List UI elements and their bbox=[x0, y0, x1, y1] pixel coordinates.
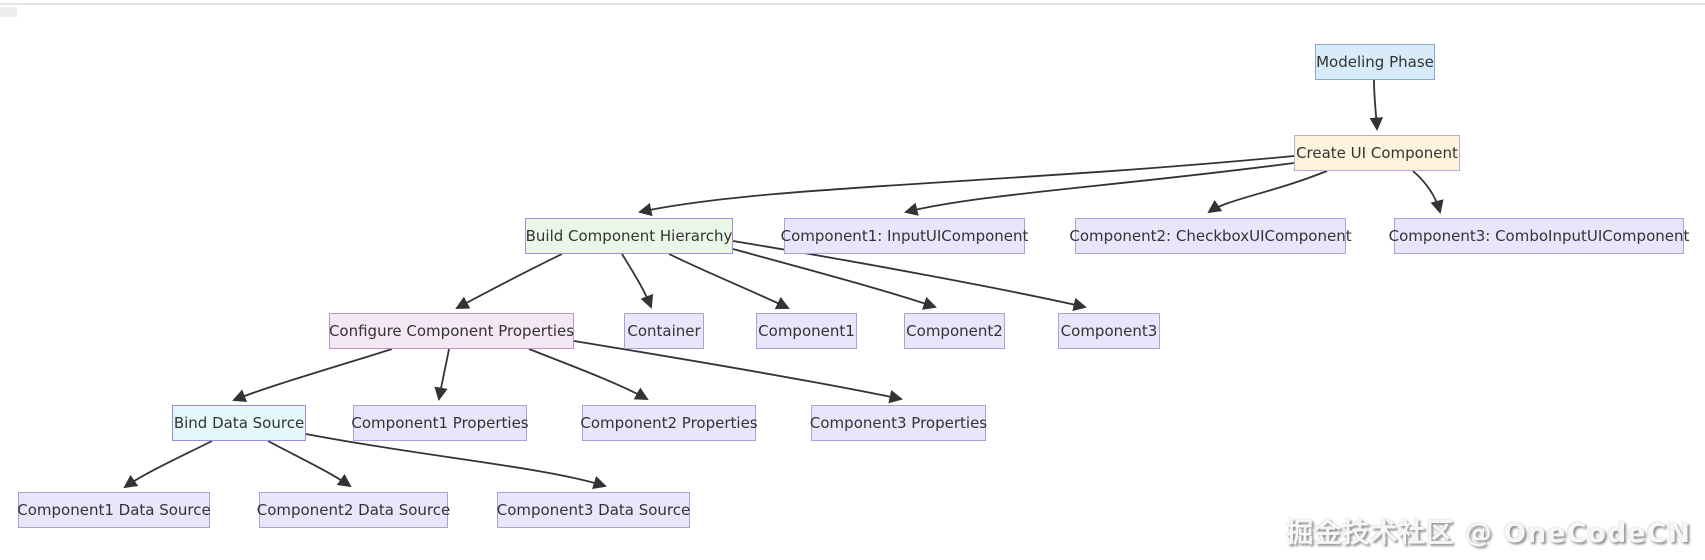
top-left-artifact bbox=[0, 7, 17, 17]
flow-node-label: Component3 bbox=[1060, 322, 1158, 340]
flow-node-label: Component1 bbox=[758, 322, 855, 340]
edge-configure-c3props bbox=[573, 340, 903, 404]
flow-node-c1props: Component1 Properties bbox=[351, 405, 529, 441]
flow-node-c2props: Component2 Properties bbox=[580, 405, 758, 441]
flow-node-label: Component1 Data Source bbox=[17, 501, 211, 519]
flow-node-c2ds: Component2 Data Source bbox=[256, 492, 451, 528]
flow-node-comp3: Component3 bbox=[1058, 313, 1160, 349]
edge-configure-c1props bbox=[434, 348, 450, 401]
flow-node-c3ds: Component3 Data Source bbox=[497, 492, 690, 528]
flow-node-build: Build Component Hierarchy bbox=[525, 218, 733, 254]
flow-node-label: Component1: InputUIComponent bbox=[780, 227, 1029, 245]
flow-node-label: Create UI Component bbox=[1296, 144, 1458, 162]
flow-node-comp2: Component2 bbox=[904, 313, 1005, 349]
flow-node-create: Create UI Component bbox=[1294, 135, 1460, 171]
edge-bind-c1ds bbox=[123, 440, 213, 489]
top-border-line bbox=[0, 3, 1705, 5]
flow-node-label: Configure Component Properties bbox=[328, 322, 575, 340]
flow-node-label: Component2 Properties bbox=[580, 414, 758, 432]
flow-node-container: Container bbox=[624, 313, 704, 349]
flow-node-label: Component3: ComboInputUIComponent bbox=[1388, 227, 1690, 245]
flow-node-bind: Bind Data Source bbox=[172, 405, 306, 441]
flow-node-modeling: Modeling Phase bbox=[1315, 44, 1435, 80]
edge-bind-c3ds bbox=[305, 433, 607, 489]
edge-configure-c2props bbox=[528, 348, 649, 400]
flow-node-configure: Configure Component Properties bbox=[329, 313, 574, 349]
flow-node-comp2full: Component2: CheckboxUIComponent bbox=[1069, 218, 1352, 254]
flow-node-label: Component2 bbox=[906, 322, 1003, 340]
flow-node-label: Build Component Hierarchy bbox=[525, 227, 733, 245]
flow-node-c1ds: Component1 Data Source bbox=[17, 492, 211, 528]
edge-build-configure bbox=[455, 253, 563, 309]
edge-create-comp2full bbox=[1207, 170, 1328, 214]
edge-create-build bbox=[638, 155, 1295, 217]
flow-node-label: Component2: CheckboxUIComponent bbox=[1069, 227, 1352, 245]
edge-build-comp2 bbox=[732, 248, 937, 310]
edge-build-container bbox=[621, 253, 654, 309]
flow-node-label: Bind Data Source bbox=[173, 414, 305, 432]
edge-build-comp3 bbox=[732, 240, 1087, 312]
flow-node-comp1: Component1 bbox=[756, 313, 857, 349]
flow-node-label: Component1 Properties bbox=[351, 414, 529, 432]
edge-build-comp1 bbox=[668, 253, 790, 310]
flow-node-comp3full: Component3: ComboInputUIComponent bbox=[1389, 218, 1689, 254]
flow-node-label: Component2 Data Source bbox=[256, 501, 451, 519]
edge-modeling-create bbox=[1369, 79, 1384, 132]
flow-node-label: Container bbox=[627, 322, 701, 340]
edge-create-comp1full bbox=[904, 162, 1295, 216]
flow-node-c3props: Component3 Properties bbox=[809, 405, 988, 441]
edge-bind-c2ds bbox=[267, 440, 352, 488]
edge-create-comp3full bbox=[1412, 170, 1444, 214]
flow-node-comp1full: Component1: InputUIComponent bbox=[781, 218, 1028, 254]
flow-node-label: Component3 Properties bbox=[809, 414, 988, 432]
flow-node-label: Modeling Phase bbox=[1316, 53, 1434, 71]
watermark-text: 掘金技术社区 @ OneCodeCN bbox=[1286, 518, 1691, 549]
flow-node-label: Component3 Data Source bbox=[496, 501, 691, 519]
edge-configure-bind bbox=[232, 348, 393, 403]
